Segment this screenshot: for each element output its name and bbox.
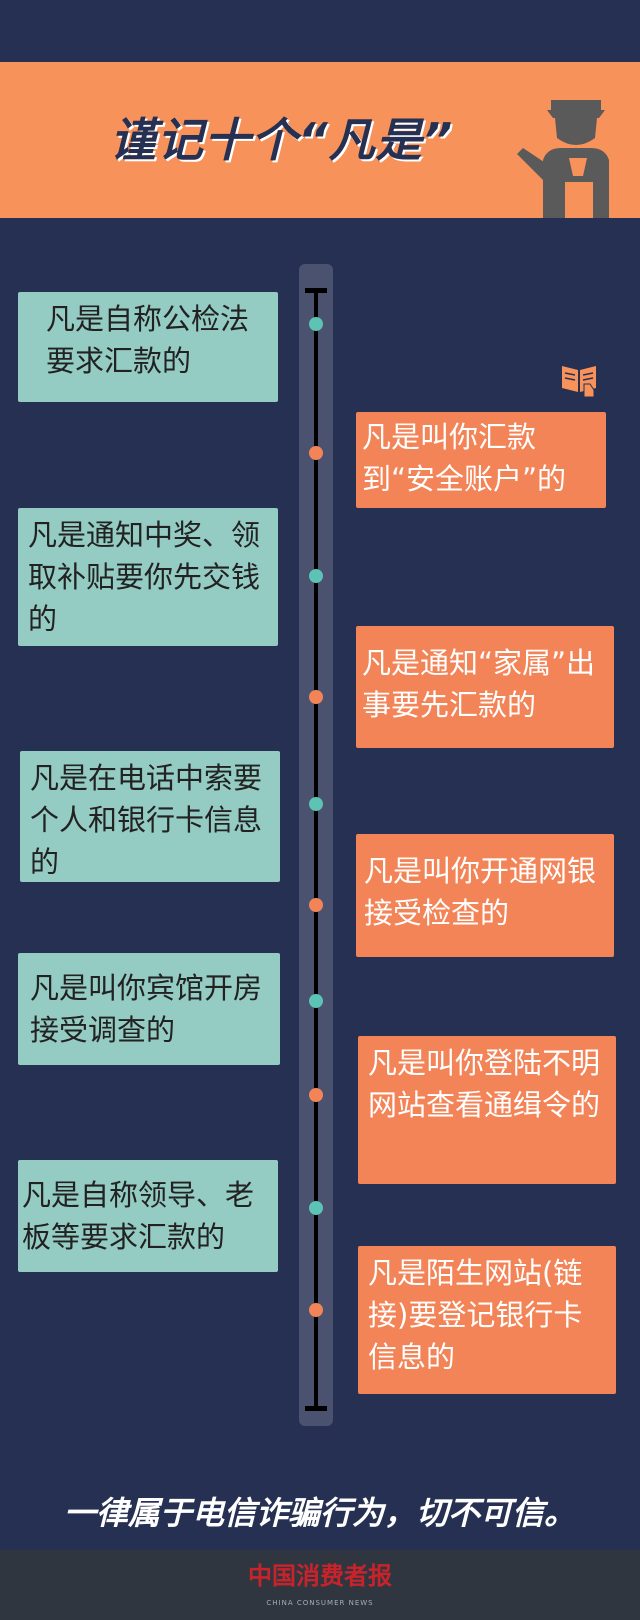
book-hand-icon [562,366,596,398]
timeline-dot [309,994,323,1008]
warning-card: 凡是在电话中索要个人和银行卡信息的 [20,751,280,882]
warning-summary: 一律属于电信诈骗行为，切不可信。 [63,1494,576,1532]
footer-bar: 中国消费者报 CHINA CONSUMER NEWS [0,1550,640,1620]
warning-card: 凡是叫你宾馆开房接受调查的 [18,953,280,1065]
timeline-dot [309,1088,323,1102]
police-officer-icon [517,100,609,218]
publisher-logo: 中国消费者报 [248,1561,392,1590]
warning-card: 凡是叫你开通网银接受检查的 [356,834,614,957]
page-title: 谨记十个“凡是” [110,113,454,167]
timeline-dot [309,569,323,583]
publisher-logo-subtitle: CHINA CONSUMER NEWS [266,1599,374,1607]
warning-card: 凡是自称公检法要求汇款的 [18,292,278,402]
timeline-line [314,292,318,1410]
timeline-dot [309,446,323,460]
warning-card: 凡是自称领导、老板等要求汇款的 [18,1160,278,1272]
warning-card: 凡是通知“家属”出事要先汇款的 [356,626,614,748]
warning-card: 凡是叫你登陆不明网站查看通缉令的 [358,1036,616,1184]
timeline-cap-bottom [305,1406,327,1411]
warning-card: 凡是叫你汇款到“安全账户”的 [356,412,606,508]
timeline-cap-top [305,288,327,293]
timeline-dot [309,797,323,811]
timeline-dot [309,690,323,704]
warning-card: 凡是通知中奖、领取补贴要你先交钱的 [18,508,278,646]
timeline-dot [309,1303,323,1317]
warning-card: 凡是陌生网站(链接)要登记银行卡信息的 [358,1246,616,1394]
timeline-dot [309,317,323,331]
timeline-dot [309,898,323,912]
timeline-dot [309,1201,323,1215]
header-banner: 谨记十个“凡是” [0,62,640,218]
